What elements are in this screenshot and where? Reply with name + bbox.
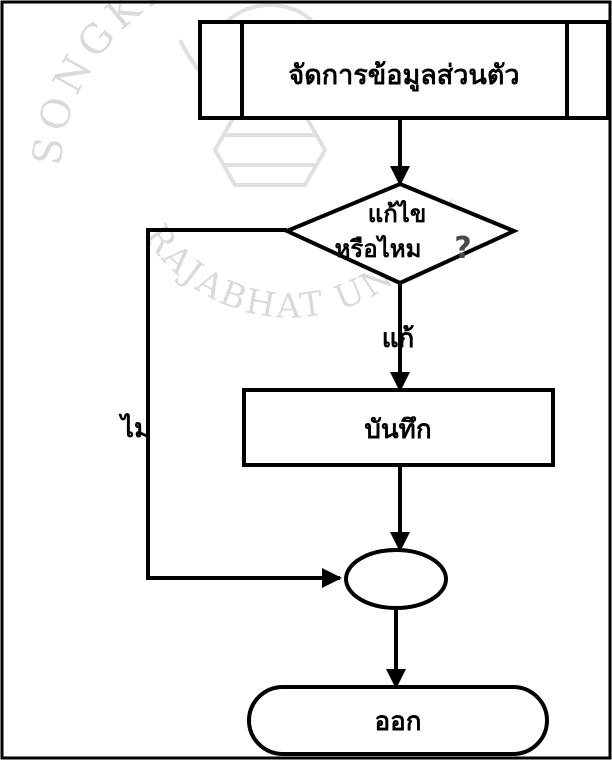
decision-question-mark: ? — [454, 231, 471, 266]
decision-label-line2: หรือไหม — [335, 234, 422, 263]
process-save-label: บันทึก — [364, 415, 431, 445]
merge-connector — [344, 548, 448, 610]
branch-label-no: ไม่ — [118, 412, 151, 444]
process-manage-label: จัดการข้อมูลส่วนตัว — [288, 60, 519, 92]
process-save: บันทึก — [242, 388, 555, 467]
decision-edit-or-not: แก้ไข หรือไหม ? — [282, 181, 520, 286]
decision-label-line1: แก้ไข — [368, 199, 426, 228]
connector-decision-no-branch — [146, 228, 342, 588]
terminal-exit: ออก — [247, 685, 549, 756]
terminal-exit-label: ออก — [375, 707, 422, 737]
process-manage-personal-data: จัดการข้อมูลส่วนตัว — [198, 20, 610, 120]
branch-label-yes: แก้ — [382, 324, 415, 354]
